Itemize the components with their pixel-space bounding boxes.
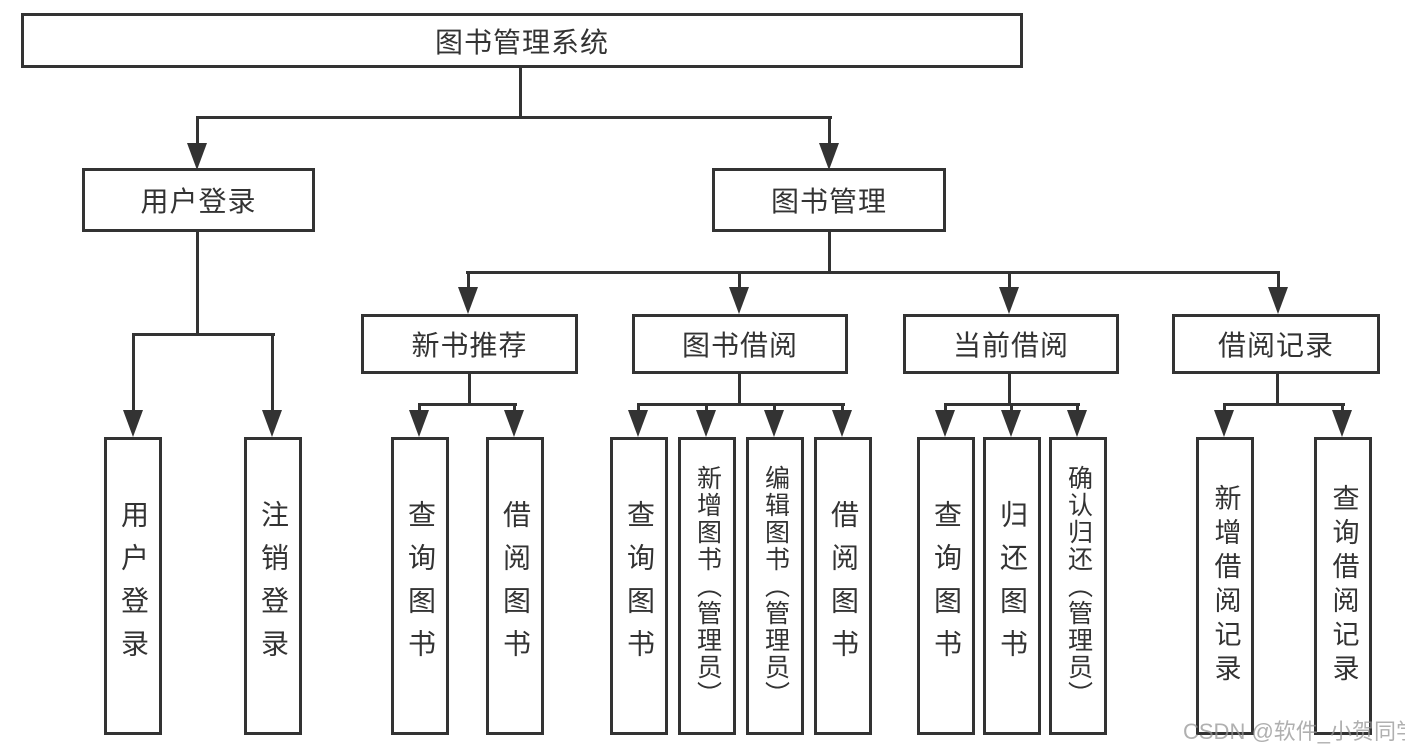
connector-stub <box>418 403 421 412</box>
arrow-to-leaf-query-record <box>1332 410 1352 437</box>
leaf-confirm-return-admin: 确认归还（管理员） <box>1049 437 1107 735</box>
csdn-watermark: CSDN @软件_小贺同学 <box>1183 719 1405 744</box>
connector-borrow-records-vertical <box>1276 372 1279 406</box>
connector-book-mgmt-vertical <box>828 230 831 274</box>
arrow-to-leaf-query-books-1 <box>409 410 429 437</box>
node-borrowing-records: 借阅记录 <box>1172 314 1380 374</box>
connector-borrow-records-branch-horizontal <box>1224 403 1345 406</box>
node-label: 图书管理 <box>770 186 887 217</box>
connector-new-books-branch-horizontal <box>419 403 517 406</box>
connector-user-login-branch-horizontal <box>132 333 275 336</box>
leaf-label: 新增图书（管理员） <box>693 464 722 708</box>
connector-stub <box>773 403 776 412</box>
connector-book-borrow-vertical <box>738 372 741 406</box>
arrow-to-leaf-logout <box>262 410 282 437</box>
leaf-label: 编辑图书（管理员） <box>761 464 790 708</box>
connector-root-vertical <box>519 66 522 118</box>
connector-leaf-logout-stub <box>271 333 274 411</box>
leaf-logout: 注销登录 <box>244 437 302 735</box>
arrow-to-book-mgmt <box>819 143 839 170</box>
arrow-to-leaf-confirm-return <box>1067 410 1087 437</box>
leaf-query-books-current: 查询图书 <box>917 437 975 735</box>
leaf-label: 查询图书 <box>624 500 655 672</box>
arrow-to-leaf-login <box>123 410 143 437</box>
connector-borrow-records-stub <box>1277 271 1280 289</box>
leaf-user-login: 用户登录 <box>104 437 162 735</box>
arrow-to-leaf-query-books-2 <box>628 410 648 437</box>
node-current-borrowing: 当前借阅 <box>903 314 1119 374</box>
node-library-management-system: 图书管理系统 <box>21 13 1023 68</box>
connector-stub <box>841 403 844 412</box>
connector-current-borrow-vertical <box>1008 372 1011 406</box>
node-label: 用户登录 <box>140 186 257 217</box>
connector-level3-horizontal <box>466 271 1280 274</box>
connector-current-borrow-stub <box>1008 271 1011 289</box>
node-book-management: 图书管理 <box>712 168 946 232</box>
connector-new-books-vertical <box>468 372 471 406</box>
node-label: 当前借阅 <box>952 330 1069 361</box>
connector-book-borrow-branch-horizontal <box>638 403 845 406</box>
connector-user-login-vertical <box>196 230 199 336</box>
arrow-to-book-borrow <box>729 287 749 314</box>
leaf-label: 新增借阅记录 <box>1210 484 1241 688</box>
leaf-return-books: 归还图书 <box>983 437 1041 735</box>
connector-stub <box>1223 403 1226 412</box>
connector-leaf-login-stub <box>132 333 135 411</box>
node-new-book-recommend: 新书推荐 <box>361 314 578 374</box>
node-label: 借阅记录 <box>1217 330 1334 361</box>
leaf-label: 注销登录 <box>258 500 289 672</box>
connector-stub <box>513 403 516 412</box>
arrow-to-leaf-add-books <box>696 410 716 437</box>
connector-book-borrow-stub <box>738 271 741 289</box>
connector-stub <box>1010 403 1013 412</box>
arrow-to-new-books <box>458 287 478 314</box>
leaf-label: 借阅图书 <box>828 500 859 672</box>
leaf-borrow-books-newbooks: 借阅图书 <box>486 437 544 735</box>
connector-stub <box>1076 403 1079 412</box>
arrow-to-leaf-add-record <box>1214 410 1234 437</box>
leaf-label: 用户登录 <box>118 500 149 672</box>
leaf-label: 查询图书 <box>931 500 962 672</box>
connector-book-mgmt-stub <box>828 116 831 145</box>
leaf-query-borrow-record: 查询借阅记录 <box>1314 437 1372 735</box>
leaf-add-books-admin: 新增图书（管理员） <box>678 437 736 735</box>
arrow-to-user-login <box>187 143 207 170</box>
node-book-borrowing: 图书借阅 <box>632 314 848 374</box>
node-label: 图书借阅 <box>681 330 798 361</box>
node-label: 图书管理系统 <box>434 26 609 58</box>
connector-stub <box>944 403 947 412</box>
arrow-to-borrow-records <box>1268 287 1288 314</box>
leaf-label: 查询图书 <box>405 500 436 672</box>
arrow-to-leaf-borrow-books-2 <box>832 410 852 437</box>
node-label: 新书推荐 <box>411 330 528 361</box>
leaf-label: 借阅图书 <box>500 500 531 672</box>
connector-level2-horizontal <box>196 116 832 119</box>
leaf-query-books-newbooks: 查询图书 <box>391 437 449 735</box>
leaf-borrow-books-borrow: 借阅图书 <box>814 437 872 735</box>
arrow-to-leaf-edit-books <box>764 410 784 437</box>
connector-user-login-stub <box>196 116 199 145</box>
node-user-login: 用户登录 <box>82 168 315 232</box>
connector-new-books-stub <box>467 271 470 289</box>
arrow-to-leaf-borrow-books-1 <box>504 410 524 437</box>
leaf-edit-books-admin: 编辑图书（管理员） <box>746 437 804 735</box>
arrow-to-leaf-query-books-3 <box>935 410 955 437</box>
leaf-query-books-borrow: 查询图书 <box>610 437 668 735</box>
connector-stub <box>637 403 640 412</box>
leaf-add-borrow-record: 新增借阅记录 <box>1196 437 1254 735</box>
leaf-label: 归还图书 <box>997 500 1028 672</box>
arrow-to-leaf-return-books <box>1001 410 1021 437</box>
arrow-to-current-borrow <box>999 287 1019 314</box>
leaf-label: 确认归还（管理员） <box>1064 464 1093 708</box>
connector-stub <box>705 403 708 412</box>
leaf-label: 查询借阅记录 <box>1328 484 1359 688</box>
connector-stub <box>1341 403 1344 412</box>
